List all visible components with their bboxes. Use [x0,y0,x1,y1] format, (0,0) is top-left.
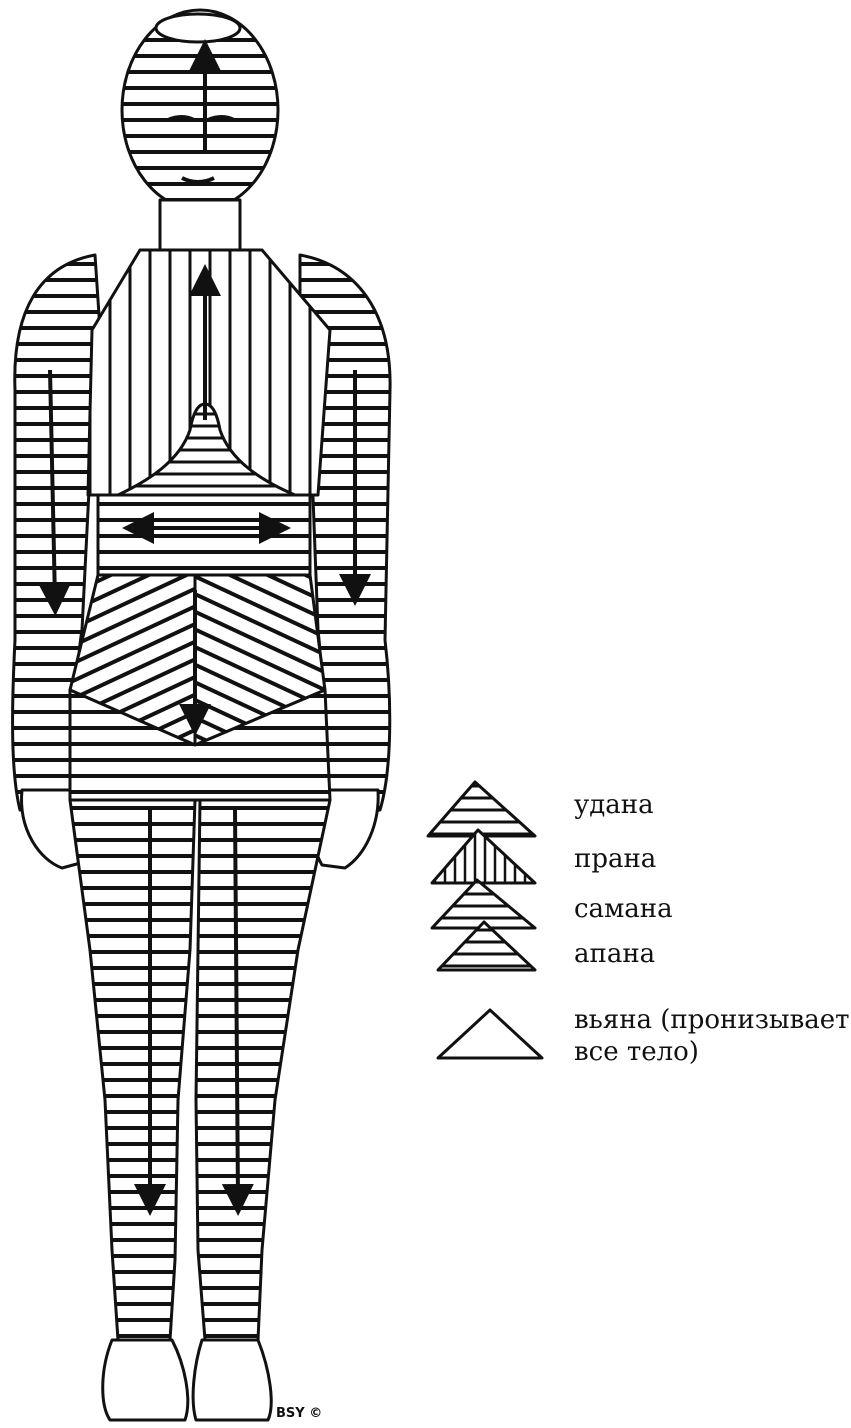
left-foot [103,1340,188,1420]
legend-label-udana: удана [574,789,654,821]
waist-samana-zone [98,495,310,575]
legend-label-apana: апана [574,938,655,970]
left-leg [70,800,195,1340]
legend-label-vyana-line2: все тело) [574,1036,699,1068]
right-leg [196,800,330,1340]
legend-icons [428,782,542,1058]
udana-triangle-icon [428,782,535,836]
right-foot [193,1340,271,1420]
credit-text: BSY © [276,1406,322,1421]
neck [160,200,240,250]
legend-label-prana: прана [574,843,656,875]
legend-label-samana: самана [574,893,673,925]
body-figure [13,10,391,1420]
legend-label-vyana-line1: вьяна (пронизывает [574,1004,850,1036]
crown [156,14,240,42]
vyana-triangle-icon [438,1010,542,1058]
prana-triangle-icon [432,830,535,883]
